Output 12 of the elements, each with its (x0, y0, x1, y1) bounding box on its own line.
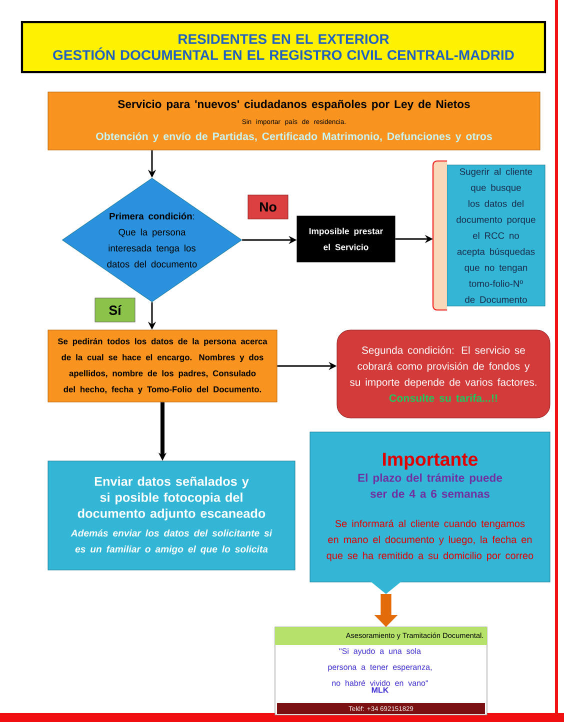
author-name: MLK (372, 687, 389, 693)
quote-text: "Si ayudo a una sola persona a tener esperanza, no habré vivido en vano" (328, 648, 432, 686)
note-box: Sugerir al cliente que busque los datos del documento porque el RCC no acepta búsquedas que no tengan tomo-folio-Nº de Documento (432, 160, 546, 311)
process-box: Se pedirán todos los datos de la persona acerca de la cual se hace el encargo. Nombres y dos apellidos, nombre de los padres, Consulado del hecho, fecha y Tomo-Folio del Documento. (48, 330, 278, 402)
condition-box: Segunda condición: El servicio se cobrará como provisión de fondos y su importe depende de varios factores. Consulte su tarifa...!! (336, 330, 550, 418)
title-banner: RESIDENTES EN EL EXTERIOR GESTIÓN DOCUMENTAL EN EL REGISTRO CIVIL CENTRAL-MADRID (20, 20, 546, 74)
process-box: Imposible prestar el Servicio (296, 216, 396, 262)
edge-label: No (248, 194, 288, 220)
callout-box: Importante El plazo del trámite puede ser de 4 a 6 semanas Se informará al cliente cuando tengamos en mano el documento y luego, la fecha en que se ha remitido a su domicilio por correo (310, 432, 550, 594)
edge-label: Sí (94, 298, 136, 322)
process-box: Enviar datos señalados y si posible fotocopia del documento adjunto escaneado Además enviar los datos del solicitante si es un familiar o amigo el que lo solicita (48, 460, 296, 570)
business-card (274, 626, 488, 716)
